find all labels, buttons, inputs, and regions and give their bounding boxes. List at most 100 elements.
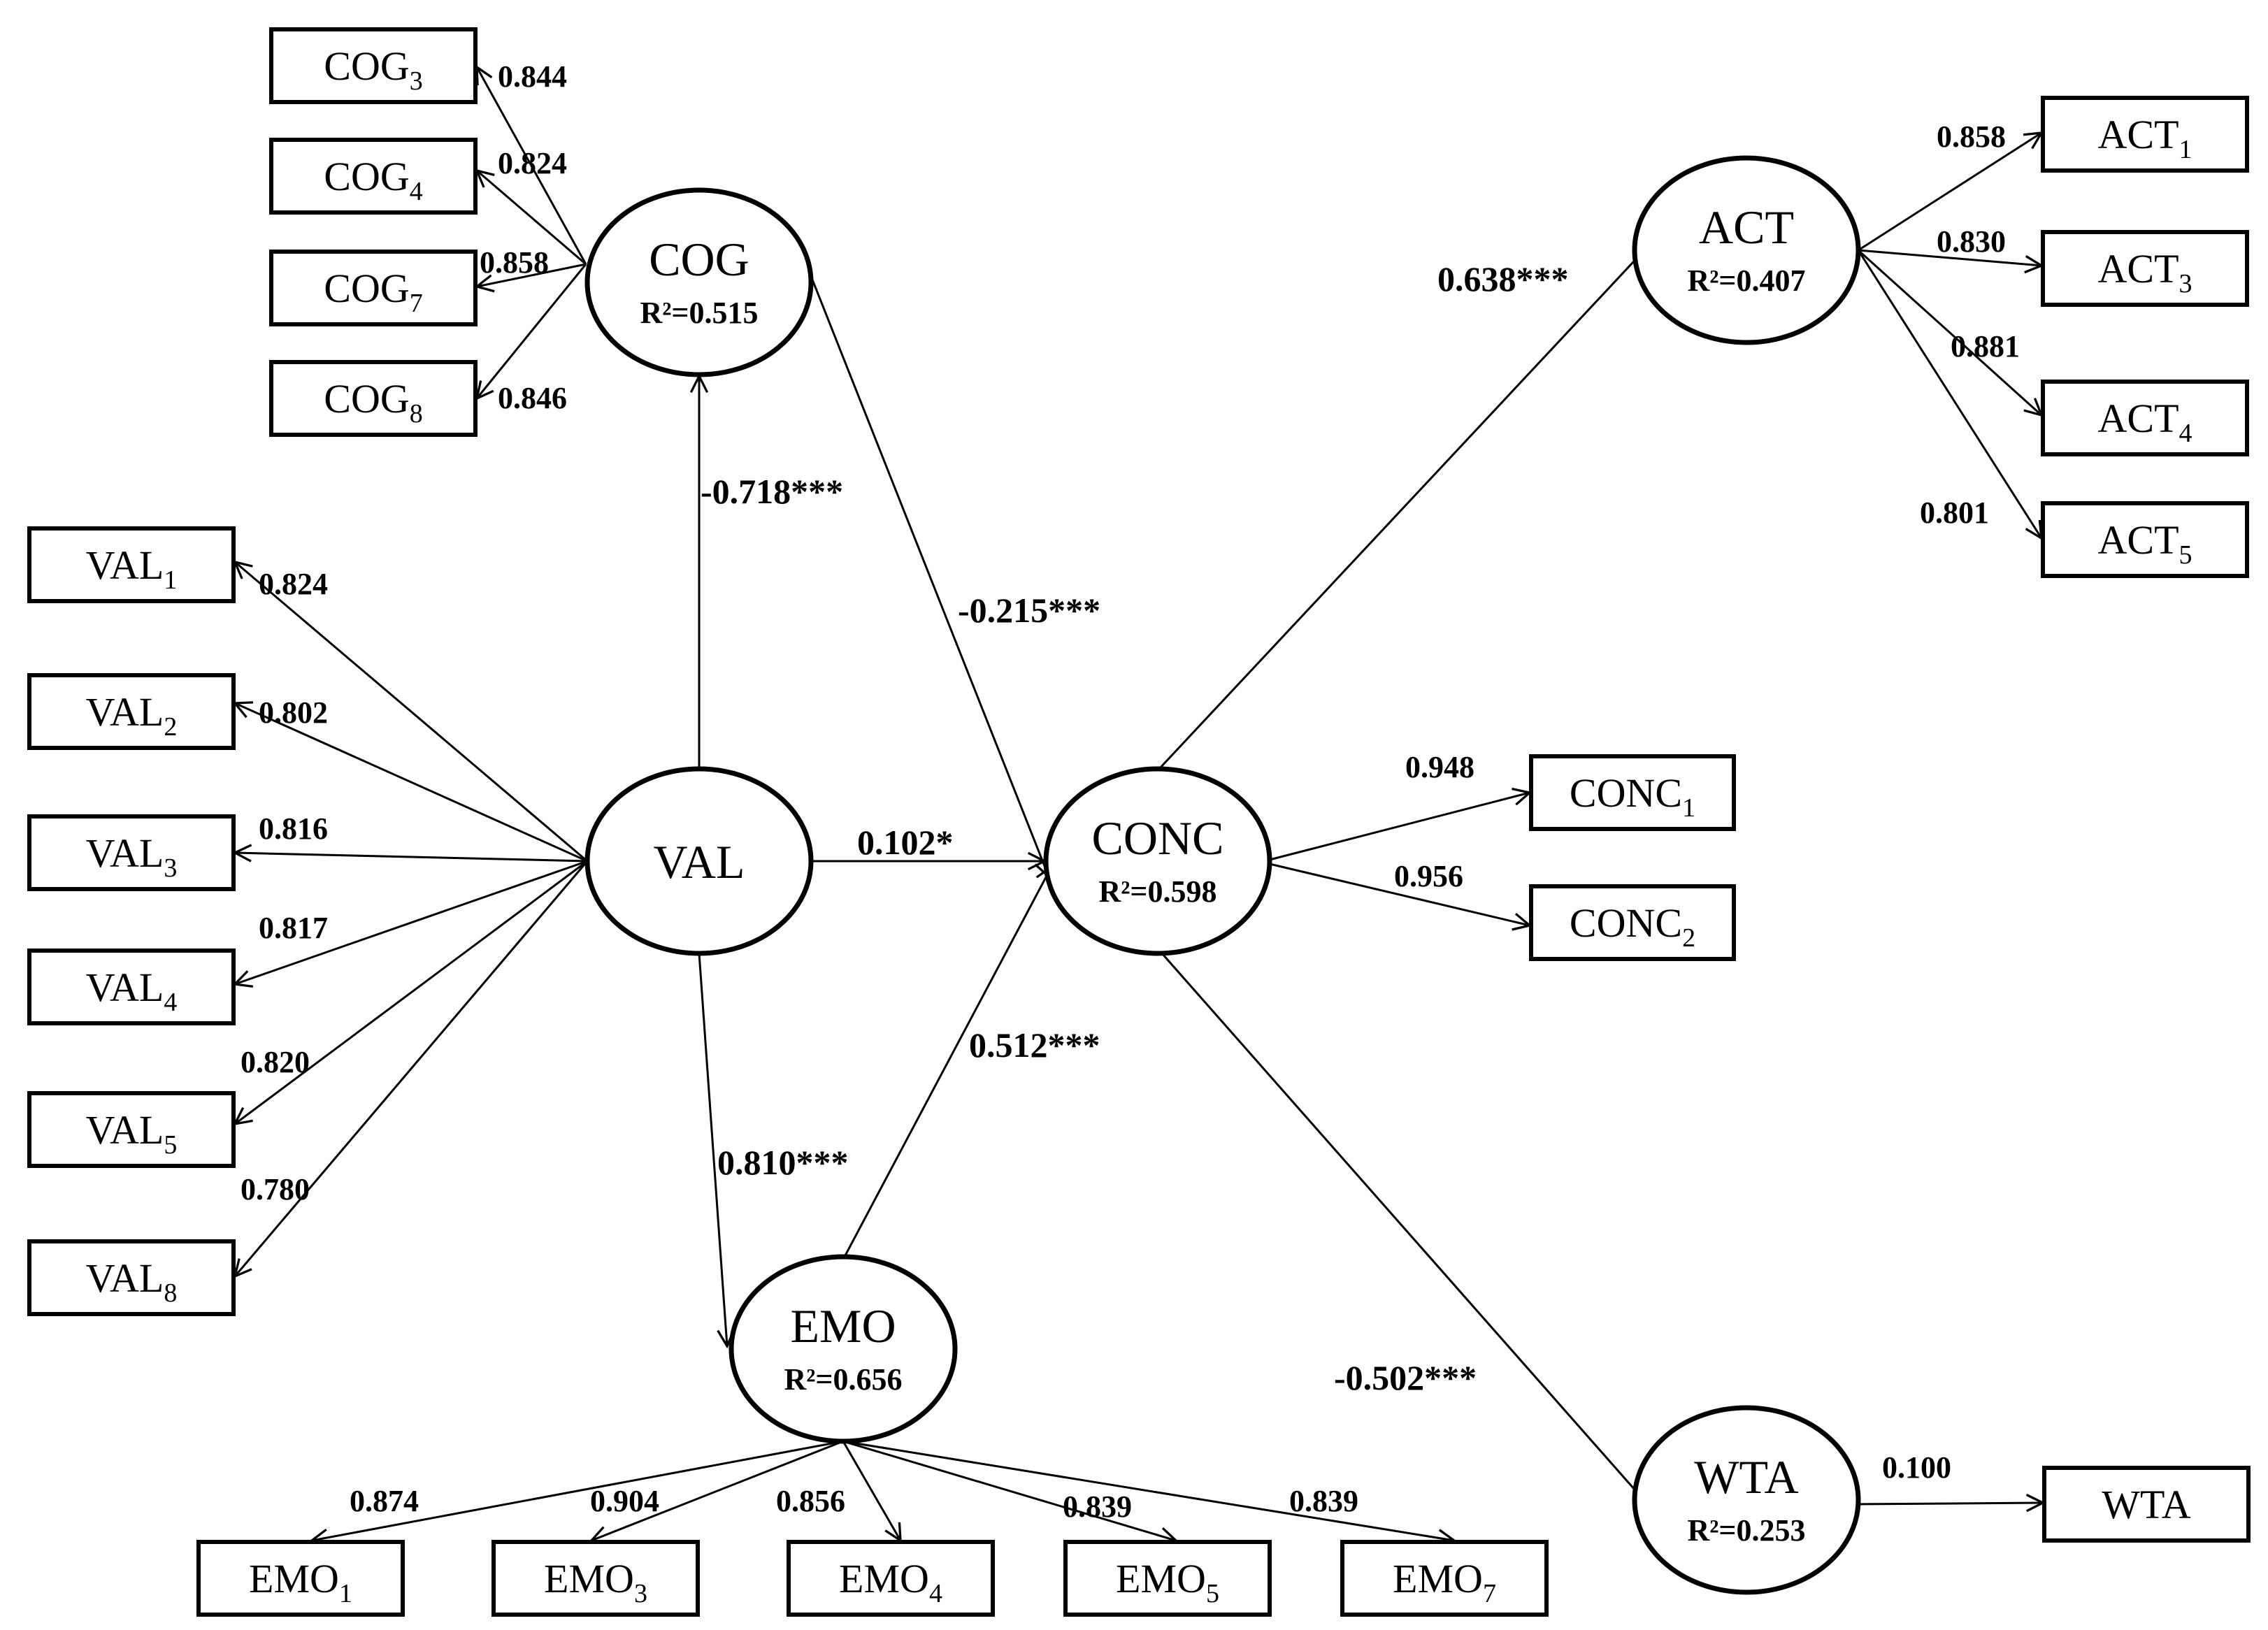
indicator-val5-box xyxy=(27,1091,236,1168)
path-coef-val-cog: -0.718*** xyxy=(701,472,843,511)
loading-arrow-val3 xyxy=(235,853,588,861)
indicator-val8-label: VAL8 xyxy=(86,1255,178,1308)
path-coef-cog-conc: -0.215*** xyxy=(958,591,1100,630)
indicator-cog7-box xyxy=(269,250,478,326)
path-arrow-val-emo xyxy=(698,953,727,1346)
loading-arrow-act5 xyxy=(1857,250,2041,538)
path-coef-conc-act: 0.638*** xyxy=(1437,259,1569,298)
loading-value-act5: 0.801 xyxy=(1920,496,1989,530)
indicator-emo1-label: EMO1 xyxy=(249,1556,352,1608)
indicator-val5-label: VAL5 xyxy=(86,1107,178,1160)
nodes-layer xyxy=(27,27,2251,1617)
loading-arrow-act1 xyxy=(1858,133,2041,252)
latent-conc-r2: R²=0.598 xyxy=(1098,874,1216,909)
loading-arrow-emo7 xyxy=(842,1440,1454,1541)
loading-value-conc1: 0.948 xyxy=(1405,750,1474,784)
loading-value-emo5: 0.839 xyxy=(1063,1490,1132,1524)
loading-arrow-val4 xyxy=(235,860,588,984)
loading-value-emo7: 0.839 xyxy=(1289,1484,1358,1518)
latent-conc-name: CONC xyxy=(1092,812,1224,865)
loading-value-val1: 0.824 xyxy=(259,567,328,601)
loading-value-act1: 0.858 xyxy=(1937,120,2006,154)
loading-arrow-val5 xyxy=(235,860,588,1124)
indicator-conc1-label: CONC1 xyxy=(1570,770,1695,823)
indicator-val4-label: VAL4 xyxy=(86,965,178,1017)
indicator-act3-label: ACT3 xyxy=(2098,246,2192,298)
loading-arrow-val2 xyxy=(235,703,588,863)
indicator-cog3-label: COG3 xyxy=(324,43,422,96)
indicator-conc2-label: CONC2 xyxy=(1570,900,1695,953)
indicator-act4-label: ACT4 xyxy=(2098,396,2192,448)
loading-value-val3: 0.816 xyxy=(259,812,328,846)
indicator-cog8-label: COG8 xyxy=(324,376,422,428)
indicator-cog4-box xyxy=(269,138,478,215)
loading-value-conc2: 0.956 xyxy=(1394,859,1463,893)
indicator-act1-box xyxy=(2041,96,2249,173)
loading-arrow-cog3 xyxy=(477,67,587,265)
loading-arrow-emo3 xyxy=(591,1440,844,1541)
loading-value-val2: 0.802 xyxy=(259,695,328,730)
indicator-emo1-box xyxy=(196,1540,405,1617)
latent-emo-ellipse xyxy=(729,1254,958,1444)
loading-arrow-emo1 xyxy=(312,1440,844,1541)
path-coef-emo-conc: 0.512*** xyxy=(969,1025,1100,1065)
loading-value-emo4: 0.856 xyxy=(776,1484,845,1518)
path-coef-val-emo: 0.810*** xyxy=(717,1143,849,1182)
indicator-cog8-box xyxy=(269,360,478,437)
indicator-cog7-label: COG7 xyxy=(324,266,422,318)
loading-arrow-cog4 xyxy=(477,171,587,266)
indicator-wtai-label: WTA xyxy=(2102,1482,2191,1527)
loading-arrow-cog8 xyxy=(477,264,587,398)
latent-cog-ellipse xyxy=(584,187,814,377)
indicator-emo7-label: EMO7 xyxy=(1393,1556,1496,1608)
indicator-emo4-box xyxy=(787,1540,995,1617)
path-coef-conc-wta: -0.502*** xyxy=(1334,1358,1477,1397)
latent-wta-name: WTA xyxy=(1694,1450,1798,1503)
latent-val-name: VAL xyxy=(654,835,745,888)
loading-arrow-act3 xyxy=(1858,249,2041,266)
loading-value-act4: 0.881 xyxy=(1951,329,2020,363)
indicator-emo5-box xyxy=(1063,1540,1272,1617)
loading-value-emo3: 0.904 xyxy=(590,1484,659,1518)
loading-value-act3: 0.830 xyxy=(1937,224,2006,259)
indicator-emo5-label: EMO5 xyxy=(1116,1556,1219,1608)
latent-emo-r2: R²=0.656 xyxy=(784,1362,902,1397)
indicator-emo3-box xyxy=(491,1540,700,1617)
loading-value-cog4: 0.824 xyxy=(498,146,567,180)
path-arrow-emo-conc xyxy=(843,867,1052,1257)
loading-arrow-wtai xyxy=(1858,1503,2043,1504)
indicator-val1-box xyxy=(27,526,236,603)
indicator-act1-label: ACT1 xyxy=(2098,112,2192,164)
indicator-cog3-box xyxy=(269,27,478,104)
loading-value-cog7: 0.858 xyxy=(480,245,549,280)
latent-act-ellipse xyxy=(1632,155,1861,345)
indicator-cog4-label: COG4 xyxy=(324,154,422,206)
latent-cog-name: COG xyxy=(649,233,749,286)
latent-wta-ellipse xyxy=(1632,1405,1861,1595)
indicator-conc1-box xyxy=(1529,754,1736,831)
path-arrow-conc-wta xyxy=(1161,953,1650,1507)
indicator-conc2-box xyxy=(1529,884,1736,961)
indicator-act5-box xyxy=(2041,501,2249,578)
indicator-act5-label: ACT5 xyxy=(2098,517,2192,570)
loading-value-wtai: 0.100 xyxy=(1882,1450,1951,1485)
loading-arrow-cog7 xyxy=(477,263,587,287)
arrows-layer xyxy=(235,67,2043,1541)
latent-cog-r2: R²=0.515 xyxy=(640,296,758,330)
loading-arrow-conc2 xyxy=(1269,863,1530,925)
indicator-val2-label: VAL2 xyxy=(86,689,178,742)
indicator-emo7-box xyxy=(1340,1540,1549,1617)
latent-act-name: ACT xyxy=(1699,201,1794,254)
path-coef-val-conc: 0.102* xyxy=(857,823,954,862)
loading-arrow-emo5 xyxy=(842,1440,1176,1541)
loading-value-val5: 0.820 xyxy=(241,1045,310,1079)
latent-act-r2: R²=0.407 xyxy=(1687,264,1805,298)
path-arrow-cog-conc xyxy=(808,272,1049,877)
indicator-val8-box xyxy=(27,1239,236,1316)
indicator-val4-box xyxy=(27,949,236,1025)
indicator-wtai-box xyxy=(2042,1466,2251,1543)
indicator-act4-box xyxy=(2041,380,2249,456)
latent-val-ellipse xyxy=(584,766,814,956)
